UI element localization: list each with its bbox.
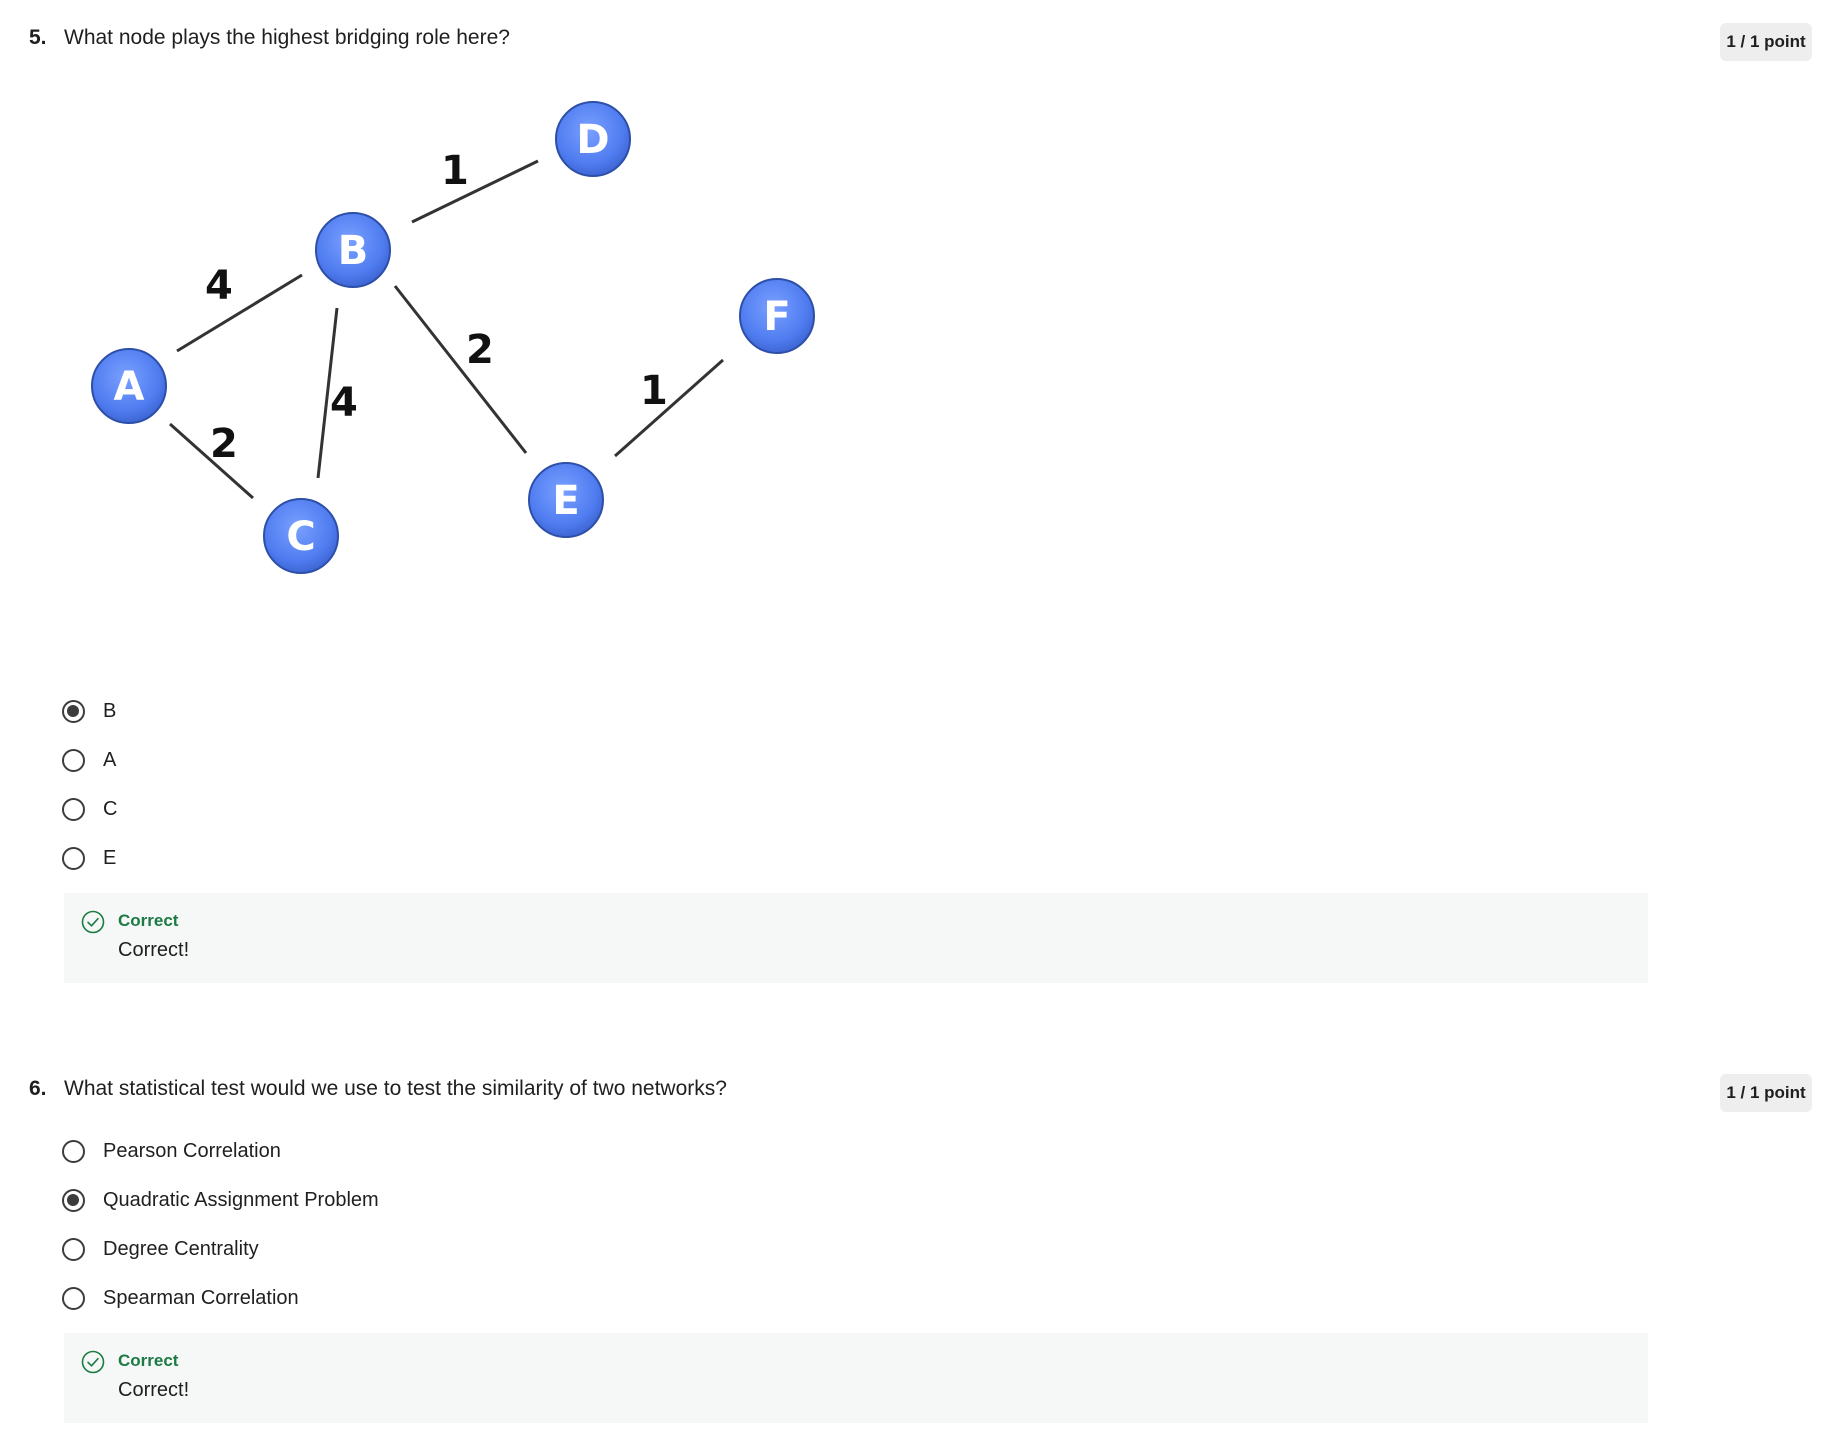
radio-button-selected[interactable] [62, 1188, 85, 1212]
radio-button[interactable] [62, 846, 85, 870]
option-spearman-correlation[interactable]: Spearman Correlation [62, 1282, 299, 1314]
option-c[interactable]: C [62, 793, 117, 825]
option-label: B [103, 699, 117, 722]
radio-button[interactable] [62, 1237, 85, 1261]
option-e[interactable]: E [62, 842, 116, 874]
option-label: Pearson Correlation [103, 1139, 281, 1162]
node-label: F [763, 294, 790, 340]
edge-b-e [393, 285, 528, 454]
option-label: Spearman Correlation [103, 1286, 299, 1309]
feedback-title: Correct [118, 911, 179, 930]
feedback-box: Correct Correct! [64, 1333, 1648, 1423]
graph-node-c: C [263, 498, 339, 574]
points-badge: 1 / 1 point [1720, 1074, 1812, 1112]
node-label: D [576, 117, 609, 163]
option-label: Degree Centrality [103, 1237, 259, 1260]
check-circle-icon [81, 1350, 105, 1374]
radio-button[interactable] [62, 797, 85, 821]
question-text: What statistical test would we use to te… [64, 1077, 727, 1100]
node-label: A [114, 364, 145, 410]
radio-button[interactable] [62, 748, 85, 772]
option-degree-centrality[interactable]: Degree Centrality [62, 1233, 259, 1265]
question-number: 5. [29, 26, 47, 49]
option-label: Quadratic Assignment Problem [103, 1188, 379, 1211]
node-label: B [338, 228, 369, 274]
graph-node-a: A [91, 348, 167, 424]
graph-node-e: E [528, 462, 604, 538]
edge-label-b-c: 4 [330, 380, 358, 426]
edge-label-b-d: 1 [441, 148, 469, 194]
option-label: E [103, 846, 117, 869]
question-number: 6. [29, 1077, 47, 1100]
feedback-box: Correct Correct! [64, 893, 1648, 983]
radio-button-selected[interactable] [62, 699, 85, 723]
feedback-title: Correct [118, 1351, 179, 1370]
option-pearson-correlation[interactable]: Pearson Correlation [62, 1135, 281, 1167]
option-label: C [103, 797, 118, 820]
network-graph-image: 4 2 4 1 2 1 A B C D E F [91, 101, 815, 574]
graph-node-b: B [315, 212, 391, 288]
radio-button[interactable] [62, 1139, 85, 1163]
graph-edges [169, 159, 724, 500]
feedback-text: Correct! [118, 939, 190, 961]
edge-b-c [316, 307, 339, 479]
option-a[interactable]: A [62, 744, 116, 776]
feedback-text: Correct! [118, 1379, 190, 1401]
edge-a-c [169, 422, 254, 500]
edge-a-b [176, 273, 303, 353]
edge-label-a-c: 2 [210, 421, 238, 467]
check-circle-icon [81, 910, 105, 934]
graph-node-f: F [739, 278, 815, 354]
points-badge: 1 / 1 point [1720, 23, 1812, 61]
question-text: What node plays the highest bridging rol… [64, 26, 510, 49]
edge-label-e-f: 1 [640, 368, 668, 414]
graph-node-d: D [555, 101, 631, 177]
edge-label-b-e: 2 [466, 327, 494, 373]
radio-button[interactable] [62, 1286, 85, 1310]
option-quadratic-assignment-problem[interactable]: Quadratic Assignment Problem [62, 1184, 379, 1216]
option-b[interactable]: B [62, 695, 116, 727]
edge-e-f [614, 358, 724, 458]
option-label: A [103, 748, 117, 771]
edge-label-a-b: 4 [205, 263, 233, 309]
edge-b-d [411, 159, 539, 224]
node-label: C [286, 514, 315, 560]
node-label: E [552, 478, 579, 524]
